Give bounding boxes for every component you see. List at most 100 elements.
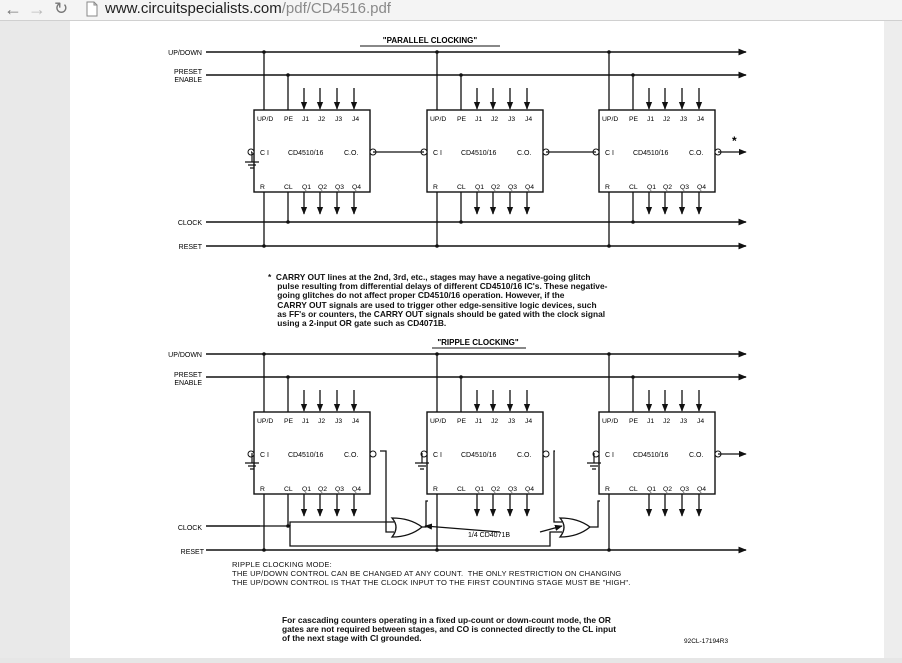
- pin-pe: PE: [457, 418, 467, 425]
- pin-q3: Q3: [680, 486, 689, 493]
- pin-cl: CL: [457, 184, 466, 191]
- pin-j1: J1: [475, 116, 482, 123]
- pin-j4: J4: [352, 418, 359, 425]
- parallel-reset-label: RESET: [179, 244, 203, 251]
- pin-j2: J2: [491, 418, 498, 425]
- pin-ci: C I: [605, 452, 614, 459]
- pin-j4: J4: [525, 418, 532, 425]
- parallel-updown-label: UP/DOWN: [168, 50, 202, 57]
- pin-cl: CL: [629, 184, 638, 191]
- pin-j4: J4: [525, 116, 532, 123]
- parallel-clock-label: CLOCK: [178, 220, 202, 227]
- pin-co: C.O.: [344, 452, 358, 459]
- chip-part-number: CD4510/16: [461, 452, 497, 459]
- pin-j1: J1: [302, 418, 309, 425]
- pdf-page: "PARALLEL CLOCKING" UP/DOWN PRESET ENABL…: [70, 21, 884, 658]
- reload-icon[interactable]: ↻: [54, 0, 69, 18]
- pin-cl: CL: [284, 184, 293, 191]
- pin-r: R: [433, 486, 438, 493]
- chip-part-number: CD4510/16: [288, 150, 324, 157]
- pin-q4: Q4: [697, 486, 706, 493]
- pin-j2: J2: [491, 116, 498, 123]
- parallel-enable-label: ENABLE: [174, 77, 202, 84]
- chip-part-number: CD4510/16: [633, 150, 669, 157]
- pin-updown: UP/D: [602, 116, 618, 123]
- ripple-updown-label: UP/DOWN: [168, 352, 202, 359]
- pin-j2: J2: [663, 418, 670, 425]
- pin-q3: Q3: [335, 184, 344, 191]
- pin-q3: Q3: [335, 486, 344, 493]
- pin-j1: J1: [302, 116, 309, 123]
- footnote: * CARRY OUT lines at the 2nd, 3rd, etc.,…: [268, 272, 608, 329]
- pin-pe: PE: [284, 116, 294, 123]
- carry-asterisk: *: [732, 134, 737, 148]
- pin-j3: J3: [680, 116, 687, 123]
- chip-part-number: CD4510/16: [633, 452, 669, 459]
- pin-cl: CL: [457, 486, 466, 493]
- pin-j3: J3: [680, 418, 687, 425]
- address-bar[interactable]: www.circuitspecialists.com/pdf/CD4516.pd…: [105, 0, 391, 20]
- pin-j2: J2: [663, 116, 670, 123]
- pin-j2: J2: [318, 418, 325, 425]
- pin-ci: C I: [433, 452, 442, 459]
- pin-ci: C I: [260, 452, 269, 459]
- ripple-chips: UP/D PE J1 J2 J3 J4 C I CD4510/16 C.O. R CL Q1 Q2 Q3 Q…: [247, 352, 747, 552]
- pin-q4: Q4: [525, 184, 534, 191]
- ripple-title: "RIPPLE CLOCKING": [437, 338, 519, 347]
- pin-q1: Q1: [647, 184, 656, 191]
- pin-q4: Q4: [525, 486, 534, 493]
- pin-q2: Q2: [318, 486, 327, 493]
- chip-part-number: CD4510/16: [461, 150, 497, 157]
- pin-pe: PE: [284, 418, 294, 425]
- pin-j1: J1: [647, 418, 654, 425]
- pin-updown: UP/D: [602, 418, 618, 425]
- pin-q4: Q4: [352, 486, 361, 493]
- pin-q1: Q1: [302, 184, 311, 191]
- ripple-preset-label: PRESET: [174, 372, 203, 379]
- pin-q4: Q4: [697, 184, 706, 191]
- pin-r: R: [260, 184, 265, 191]
- parallel-chips: UP/D PE J1 J2 J3 J4 C I CD4510/16 C.O. R CL Q1 Q2 Q3 Q…: [247, 50, 747, 248]
- pin-co: C.O.: [689, 452, 703, 459]
- browser-toolbar: ← → ↻ www.circuitspecialists.com/pdf/CD4…: [0, 0, 902, 21]
- pin-pe: PE: [457, 116, 467, 123]
- pin-q2: Q2: [663, 184, 672, 191]
- ripple-mode-note: RIPPLE CLOCKING MODE: THE UP/DOWN CONTRO…: [232, 560, 631, 587]
- pin-updown: UP/D: [257, 116, 273, 123]
- pin-q2: Q2: [491, 184, 500, 191]
- parallel-title: "PARALLEL CLOCKING": [383, 36, 478, 45]
- ripple-enable-label: ENABLE: [174, 380, 202, 387]
- pin-updown: UP/D: [257, 418, 273, 425]
- pin-pe: PE: [629, 418, 639, 425]
- pin-co: C.O.: [517, 452, 531, 459]
- back-arrow-icon[interactable]: ←: [4, 0, 22, 19]
- figure-code: 92CL-17194R3: [684, 638, 728, 645]
- pin-j4: J4: [697, 418, 704, 425]
- schematic: "PARALLEL CLOCKING" UP/DOWN PRESET ENABL…: [168, 36, 747, 645]
- pin-pe: PE: [629, 116, 639, 123]
- pin-r: R: [260, 486, 265, 493]
- pin-updown: UP/D: [430, 418, 446, 425]
- viewer-scrollbar[interactable]: [884, 21, 902, 658]
- parallel-preset-label: PRESET: [174, 69, 203, 76]
- page-icon: [86, 1, 98, 17]
- pin-cl: CL: [284, 486, 293, 493]
- pin-q2: Q2: [318, 184, 327, 191]
- pin-q3: Q3: [508, 486, 517, 493]
- pin-r: R: [605, 184, 610, 191]
- pin-updown: UP/D: [430, 116, 446, 123]
- pin-ci: C I: [433, 150, 442, 157]
- pin-j3: J3: [508, 418, 515, 425]
- pin-j4: J4: [697, 116, 704, 123]
- pin-j3: J3: [508, 116, 515, 123]
- forward-arrow-icon[interactable]: →: [28, 0, 46, 19]
- pin-q3: Q3: [508, 184, 517, 191]
- pin-co: C.O.: [344, 150, 358, 157]
- pin-q1: Q1: [647, 486, 656, 493]
- url-host: www.circuitspecialists.com: [105, 0, 282, 17]
